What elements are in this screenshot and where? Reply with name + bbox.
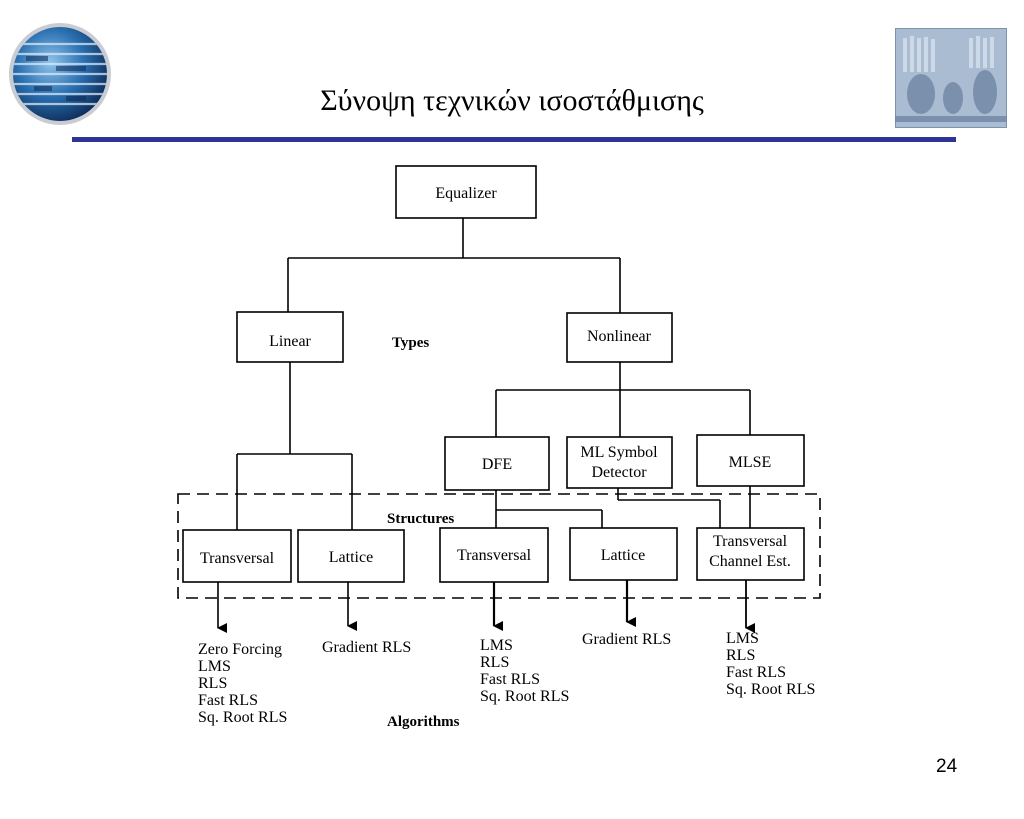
- alg-list-dfe-transversal: LMS RLS Fast RLS Sq. Root RLS: [480, 637, 569, 705]
- alg-item: RLS: [726, 647, 755, 664]
- alg-list-linear-lattice: Gradient RLS: [322, 639, 411, 656]
- equalizer-box: [395, 165, 537, 219]
- page-number: 24: [936, 756, 958, 777]
- alg-item: Sq. Root RLS: [480, 688, 569, 705]
- linear-transversal-label: Transversal: [200, 550, 275, 567]
- alg-item: RLS: [480, 654, 509, 671]
- mlse-label: MLSE: [729, 454, 772, 471]
- linear-lattice-label: Lattice: [329, 549, 373, 566]
- alg-item: Sq. Root RLS: [726, 681, 815, 698]
- mlse-box: [696, 434, 805, 487]
- channel-est-label-line1: Transversal: [713, 533, 788, 550]
- nonlinear-label: Nonlinear: [587, 328, 652, 345]
- alg-item: Gradient RLS: [582, 631, 671, 648]
- alg-item: RLS: [198, 675, 227, 692]
- equalizer-label: Equalizer: [435, 185, 497, 202]
- dfe-box: [444, 436, 550, 491]
- transversal-channel-est-box: [696, 527, 805, 581]
- linear-lattice-box: [297, 529, 405, 583]
- alg-item: Fast RLS: [480, 671, 540, 688]
- alg-item: Fast RLS: [726, 664, 786, 681]
- alg-item: Zero Forcing: [198, 641, 282, 658]
- structures-region: [177, 493, 821, 599]
- alg-list-linear-transversal: Zero Forcing LMS RLS Fast RLS Sq. Root R…: [198, 641, 287, 726]
- linear-label: Linear: [269, 333, 311, 350]
- dfe-label: DFE: [482, 456, 512, 473]
- algorithms-label: Algorithms: [387, 714, 460, 730]
- ml-symbol-detector-label-line1: ML Symbol: [580, 444, 658, 461]
- dfe-transversal-box: [439, 527, 549, 583]
- channel-est-label-line2: Channel Est.: [709, 553, 791, 570]
- ml-symbol-detector-box: [566, 436, 673, 489]
- alg-item: Sq. Root RLS: [198, 709, 287, 726]
- dfe-lattice-label: Lattice: [601, 547, 645, 564]
- linear-box: [236, 311, 344, 363]
- alg-item: LMS: [726, 630, 759, 647]
- alg-list-channel-est: LMS RLS Fast RLS Sq. Root RLS: [726, 630, 815, 698]
- alg-item: LMS: [480, 637, 513, 654]
- relief-photo-image: [895, 28, 1007, 128]
- title-divider: [72, 137, 956, 142]
- globe-logo-icon: [9, 23, 111, 125]
- dfe-transversal-label: Transversal: [457, 547, 532, 564]
- types-label: Types: [392, 335, 429, 351]
- structures-label: Structures: [387, 511, 454, 527]
- linear-transversal-box: [182, 529, 292, 583]
- tree-connectors: [236, 218, 751, 530]
- alg-item: Fast RLS: [198, 692, 258, 709]
- ml-symbol-detector-label-line2: Detector: [591, 464, 647, 481]
- dfe-lattice-box: [569, 527, 678, 581]
- nonlinear-box: [566, 312, 673, 363]
- slide-title: Σύνοψη τεχνικών ισοστάθμισης: [320, 84, 704, 117]
- alg-item: Gradient RLS: [322, 639, 411, 656]
- algorithm-arrows: [217, 580, 755, 633]
- alg-list-dfe-lattice: Gradient RLS: [582, 631, 671, 648]
- alg-item: LMS: [198, 658, 231, 675]
